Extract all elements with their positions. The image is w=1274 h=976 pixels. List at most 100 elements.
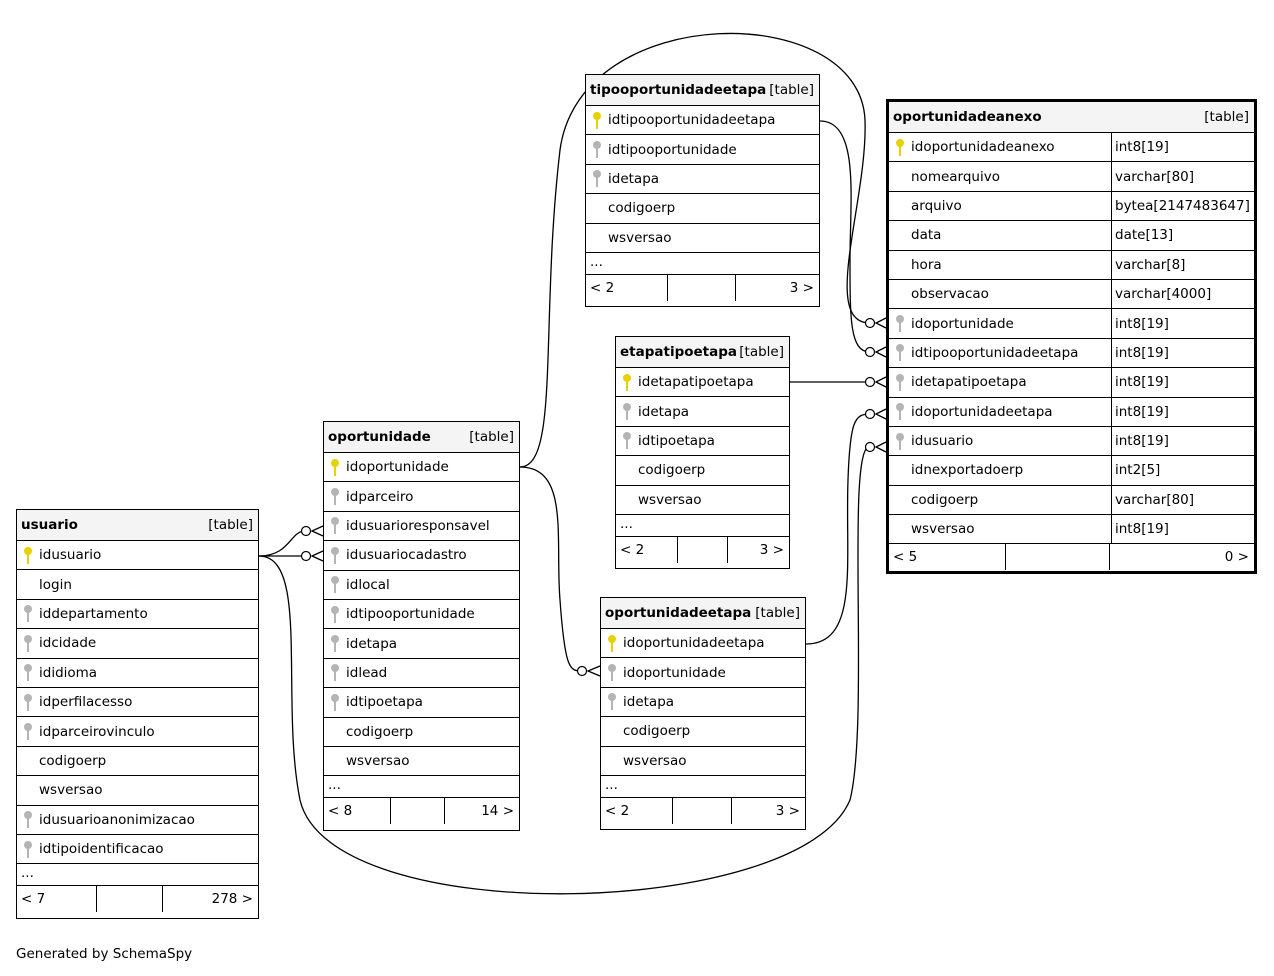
column-row[interactable]: idusuarioresponsavel — [324, 512, 519, 542]
column-row[interactable]: codigoerp — [601, 717, 805, 747]
table-header[interactable]: etapatipoetapa[table] — [616, 337, 789, 368]
column-row[interactable]: idtipoetapa — [324, 688, 519, 718]
column-row[interactable]: wsversao — [324, 747, 519, 777]
primary-key-icon — [896, 138, 904, 156]
column-row[interactable]: idetapa — [616, 397, 789, 427]
column-type: varchar[80] — [1111, 485, 1254, 515]
row-count — [668, 274, 736, 301]
column-row[interactable]: idparceirovinculo — [17, 717, 258, 747]
column-name: idetapatipoetapa — [911, 374, 1027, 391]
parents-count[interactable]: < 2 — [601, 797, 673, 824]
parents-count[interactable]: < 2 — [616, 536, 678, 563]
column-row[interactable]: idetapa — [601, 688, 805, 718]
column-row[interactable]: idparceiro — [324, 482, 519, 512]
table-etapatipoetapa[interactable]: etapatipoetapa[table] idetapatipoetapa ide… — [615, 336, 790, 569]
children-count[interactable]: 0 > — [1224, 549, 1249, 566]
column-row[interactable]: codigoerp — [17, 747, 258, 777]
table-tipooportunidadeetapa[interactable]: tipooportunidadeetapa[table]idtipooportu… — [585, 74, 820, 307]
table-name[interactable]: oportunidade — [328, 429, 431, 445]
column-row[interactable]: idtipoidentificacao — [17, 835, 258, 865]
footer-generated-by: Generated by SchemaSpy — [16, 946, 193, 962]
primary-key-icon — [608, 634, 616, 652]
column-row[interactable]: codigoerp — [586, 194, 819, 224]
parents-count[interactable]: < 8 — [324, 798, 391, 825]
column-row[interactable]: iddepartamento — [17, 600, 258, 630]
column-row[interactable]: idusuario — [17, 541, 258, 571]
column-row[interactable]: idtipooportunidade — [324, 600, 519, 630]
column-row[interactable]: idtipooportunidadeetapa — [586, 106, 819, 136]
table-header[interactable]: oportunidadeanexo [table] — [889, 102, 1254, 133]
column-row[interactable]: idoportunidadeetapa — [601, 629, 805, 659]
table-name[interactable]: tipooportunidadeetapa — [590, 82, 767, 98]
column-row[interactable]: login — [17, 570, 258, 600]
column-row[interactable]: wsversao — [17, 776, 258, 806]
column-row[interactable]: idtipoetapa — [616, 427, 789, 457]
column-name: idetapatipoetapa — [638, 374, 754, 391]
table-header[interactable]: tipooportunidadeetapa[table] — [586, 75, 819, 106]
column-name: idparceiro — [346, 488, 414, 505]
column-type: bytea[2147483647] — [1111, 191, 1254, 221]
table-header[interactable]: oportunidadeetapa[table] — [601, 598, 805, 629]
column-row[interactable]: idlocal — [324, 571, 519, 600]
table-footer: < 2 3 > — [601, 797, 805, 824]
table-header[interactable]: usuario[table] — [17, 510, 258, 541]
column-row[interactable]: idperfilacesso — [17, 688, 258, 718]
table-name[interactable]: etapatipoetapa — [620, 344, 738, 360]
children-count[interactable]: 14 > — [481, 803, 514, 820]
column-name: wsversao — [623, 752, 687, 769]
foreign-key-icon — [331, 517, 339, 535]
column-row[interactable]: idetapa — [586, 165, 819, 195]
children-count[interactable]: 3 > — [789, 279, 814, 296]
table-name[interactable]: oportunidadeetapa — [605, 605, 752, 621]
column-row[interactable]: idtipooportunidade — [586, 135, 819, 165]
children-count[interactable]: 3 > — [775, 802, 800, 819]
foreign-key-icon — [896, 315, 904, 333]
children-count[interactable]: 3 > — [759, 541, 784, 558]
table-name[interactable]: oportunidadeanexo — [893, 109, 1042, 125]
column-row[interactable]: idusuarioanonimizacao — [17, 806, 258, 835]
table-header[interactable]: oportunidade[table] — [324, 422, 519, 453]
table-name[interactable]: usuario — [21, 517, 78, 533]
table-oportunidade[interactable]: oportunidade[table]idoportunidade idparce… — [323, 421, 520, 831]
foreign-key-icon — [24, 840, 32, 858]
column-row[interactable]: idcidade — [17, 629, 258, 659]
column-row[interactable]: idetapa — [324, 629, 519, 659]
parents-count[interactable]: < 2 — [586, 274, 668, 301]
column-row[interactable]: wsversao — [616, 486, 789, 515]
children-count[interactable]: 278 > — [211, 891, 253, 908]
column-row[interactable]: idlead — [324, 659, 519, 689]
column-type: varchar[8] — [1111, 250, 1254, 279]
foreign-key-icon — [331, 576, 339, 594]
column-row[interactable]: idusuariocadastro — [324, 541, 519, 571]
table-oportunidadeanexo[interactable]: oportunidadeanexo [table] idoportunidadean… — [886, 99, 1257, 574]
column-row[interactable]: ididioma — [17, 659, 258, 688]
column-row[interactable]: idoportunidade — [324, 453, 519, 483]
column-name: idetapa — [608, 170, 660, 187]
column-row[interactable]: wsversao — [586, 224, 819, 253]
primary-key-icon — [623, 373, 631, 391]
column-row[interactable]: wsversao — [601, 747, 805, 776]
column-row[interactable]: codigoerp — [616, 456, 789, 486]
column-row[interactable]: idetapatipoetapa — [616, 368, 789, 398]
column-row[interactable]: codigoerp — [324, 718, 519, 747]
parents-count[interactable]: < 7 — [17, 886, 97, 913]
table-type: [table] — [1204, 109, 1249, 125]
table-oportunidadeetapa[interactable]: oportunidadeetapa[table]idoportunidadeet… — [600, 597, 806, 830]
column-row[interactable]: idoportunidade — [601, 658, 805, 688]
parents-count[interactable]: < 5 — [889, 544, 1006, 571]
